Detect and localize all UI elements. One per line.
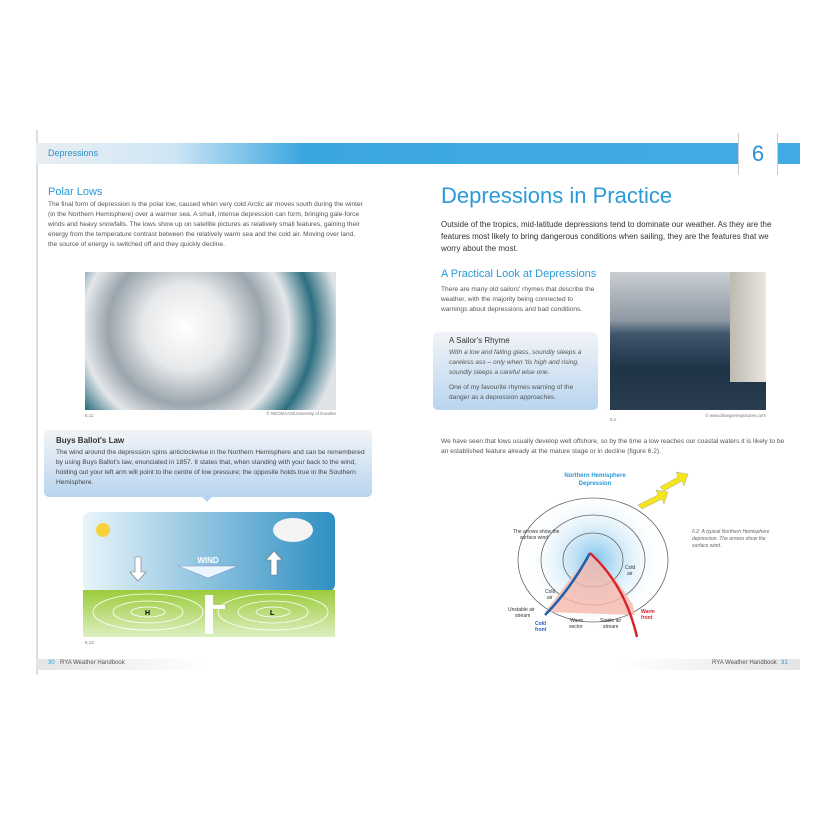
svg-text:Cold: Cold (625, 565, 636, 571)
intro-text: Outside of the tropics, mid-latitude dep… (441, 220, 772, 253)
practical-title: A Practical Look at Depressions (441, 268, 597, 280)
footer-book-right: RYA Weather Handbook (712, 660, 777, 666)
buys-ballot-box (44, 430, 372, 497)
image-credit: © www.bluegreenpictures.com (705, 413, 766, 418)
practical-text: There are many old sailors' rhymes that … (441, 286, 595, 313)
section-label: Depressions (48, 148, 99, 158)
depression-diagram: Northern Hemisphere Depression The arrow… (508, 471, 689, 638)
footer-bar-left (36, 659, 206, 670)
figure-label: 5.11 (85, 413, 94, 418)
buys-ballot-diagram: WIND H L (83, 512, 335, 637)
person-figure (205, 595, 225, 634)
sailors-rhyme-box (433, 332, 598, 410)
svg-text:sector: sector (569, 624, 583, 630)
svg-text:Cold: Cold (535, 621, 546, 627)
sailing-photo (610, 272, 766, 410)
satellite-image (85, 272, 336, 410)
footer-book-left: RYA Weather Handbook (60, 660, 125, 666)
svg-text:Cold: Cold (545, 589, 556, 595)
page-number-right: 31 (781, 660, 788, 666)
sun-icon (96, 523, 110, 537)
header-band (36, 143, 800, 164)
svg-text:Stable air: Stable air (600, 618, 621, 624)
rhyme-note: One of my favourite rhymes warning of th… (449, 384, 574, 401)
svg-text:Warm: Warm (570, 618, 583, 624)
buys-ballot-text: The wind around the depression spins ant… (56, 449, 365, 486)
callout-pointer (201, 496, 213, 502)
polar-lows-text: The final form of depression is the pola… (48, 201, 363, 248)
figure-label: 6.1 (610, 417, 617, 422)
body-paragraph: We have seen that lows usually develop w… (441, 438, 785, 455)
up-arrow-icon (265, 550, 283, 576)
wind-label: WIND (197, 556, 219, 565)
svg-text:Warm: Warm (641, 609, 655, 615)
polar-lows-title: Polar Lows (48, 186, 103, 198)
svg-text:air: air (627, 571, 633, 577)
svg-text:air: air (547, 595, 553, 601)
footer-bar-right (620, 659, 800, 670)
page-number-left: 30 (48, 660, 55, 666)
high-pressure-label: H (145, 610, 150, 617)
rhyme-title: A Sailor's Rhyme (449, 336, 510, 345)
svg-text:The arrows show the: The arrows show the (513, 529, 560, 535)
svg-text:surface wind: surface wind (520, 535, 548, 541)
image-credit: © NEODAAS/University of Dundee (266, 411, 336, 416)
rhyme-verse: With a low and falling glass, soundly sl… (449, 349, 582, 376)
svg-text:stream: stream (515, 613, 530, 619)
spine-edge (36, 130, 38, 675)
svg-text:Unstable air: Unstable air (508, 607, 535, 613)
buys-ballot-title: Buys Ballot's Law (56, 436, 125, 445)
page-title: Depressions in Practice (441, 183, 673, 208)
wind-arrow (177, 565, 239, 579)
down-arrow-icon (129, 556, 147, 582)
svg-text:Depression: Depression (579, 481, 612, 487)
svg-text:front: front (641, 615, 653, 621)
svg-text:stream: stream (603, 624, 618, 630)
chapter-number: 6 (738, 133, 778, 175)
svg-text:front: front (535, 627, 547, 633)
figure-caption: 6.2: A typical Northern Hemisphere depre… (692, 529, 770, 549)
svg-text:Northern Hemisphere: Northern Hemisphere (564, 473, 626, 479)
low-pressure-label: L (270, 610, 275, 617)
movement-arrow-icon (637, 471, 689, 510)
figure-label: 5.12 (85, 640, 94, 645)
cloud-icon (273, 518, 313, 542)
